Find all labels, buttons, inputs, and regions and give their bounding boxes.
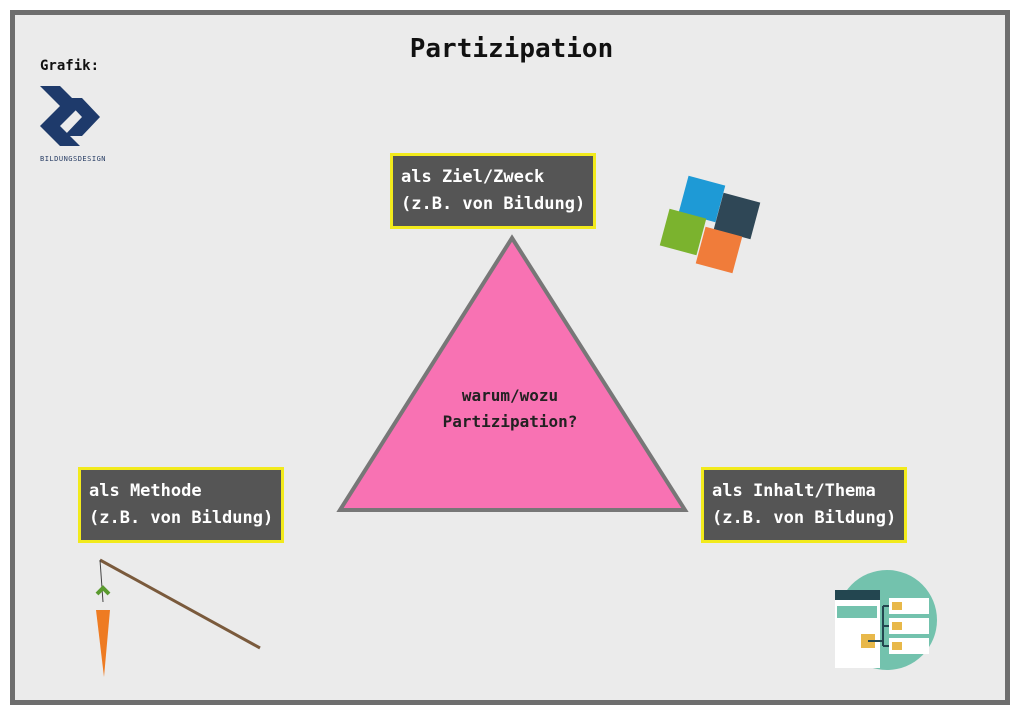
box-goal-line2: (z.B. von Bildung) bbox=[401, 194, 586, 214]
center-line2: Partizipation? bbox=[442, 412, 578, 431]
bildungsdesign-logo bbox=[40, 86, 100, 146]
page-title: Partizipation bbox=[409, 34, 614, 64]
puzzle-icon bbox=[659, 175, 761, 274]
box-method-line2: (z.B. von Bildung) bbox=[89, 508, 274, 528]
box-goal-line1: als Ziel/Zweck bbox=[401, 167, 545, 187]
center-question: warum/wozu Partizipation? bbox=[400, 383, 620, 435]
content-structure-icon bbox=[835, 570, 937, 670]
box-goal: als Ziel/Zweck (z.B. von Bildung) bbox=[390, 153, 597, 229]
box-method-line1: als Methode bbox=[89, 481, 202, 501]
participation-triangle bbox=[336, 234, 689, 512]
credit-label: Grafik: bbox=[40, 58, 100, 74]
center-line1: warum/wozu bbox=[461, 386, 559, 405]
box-content: als Inhalt/Thema (z.B. von Bildung) bbox=[701, 467, 908, 543]
box-method: als Methode (z.B. von Bildung) bbox=[78, 467, 285, 543]
logo-text: BILDUNGSDESIGN bbox=[40, 155, 107, 163]
carrot-on-stick-icon bbox=[95, 558, 261, 677]
box-content-line2: (z.B. von Bildung) bbox=[712, 508, 897, 528]
box-content-line1: als Inhalt/Thema bbox=[712, 481, 876, 501]
